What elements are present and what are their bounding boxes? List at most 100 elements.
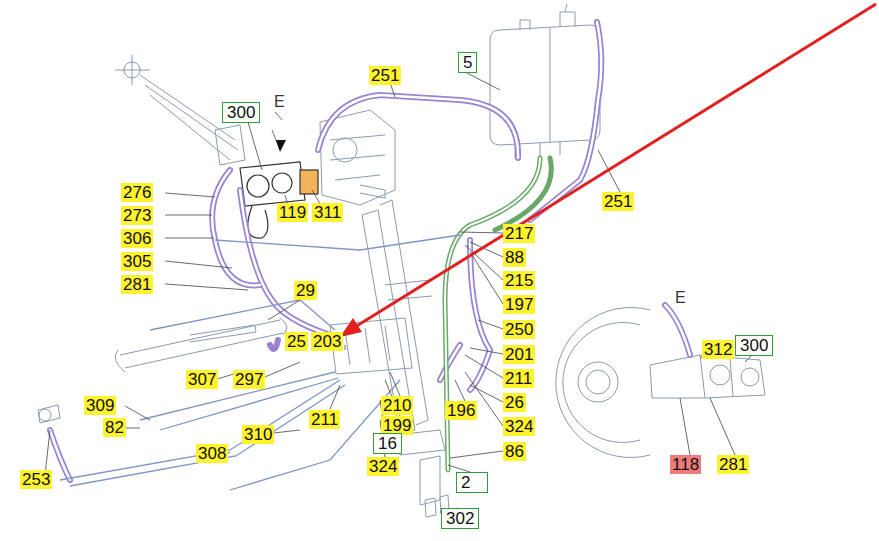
drawing-stroke: [318, 95, 518, 158]
view-arrow: [276, 140, 286, 152]
drawing-stroke: [440, 345, 460, 380]
callout-number: 215: [503, 271, 535, 290]
view-letter: E: [272, 92, 287, 111]
callout-number: 273: [121, 206, 153, 225]
callout-box: 302: [441, 508, 479, 529]
callout-number: 297: [233, 370, 265, 389]
callout-box: 300: [222, 102, 260, 123]
drawing-stroke: [680, 345, 752, 455]
drawing-stroke: [124, 62, 140, 78]
drawing-stroke: [650, 355, 765, 398]
drawing-stroke: [212, 170, 260, 285]
callout-number: 197: [503, 295, 535, 314]
callout-number: 29: [294, 281, 317, 300]
callout-number: 310: [242, 425, 274, 444]
callout-number: 253: [20, 470, 52, 489]
drawing-stroke: [268, 300, 300, 320]
drawing-stroke: [450, 232, 503, 458]
drawing-stroke: [270, 340, 278, 349]
callout-number: 307: [186, 370, 218, 389]
callout-box: 5: [458, 52, 477, 73]
callout-number: 308: [196, 444, 228, 463]
drawing-stroke: [710, 365, 730, 385]
callout-number: 312: [702, 340, 734, 359]
drawing-stroke: [550, 28, 551, 142]
drawing-stroke: [50, 430, 70, 480]
leader-lines: [45, 73, 752, 512]
callout-number: 86: [503, 442, 526, 461]
callout-box: 300: [735, 335, 773, 356]
drawing-stroke: [318, 95, 518, 158]
drawing-stroke: [345, 345, 346, 350]
callout-number: 309: [84, 396, 116, 415]
callout-number: 26: [503, 393, 526, 412]
callout-number: 217: [503, 224, 535, 243]
drawing-stroke: [455, 380, 465, 401]
callout-number: 251: [369, 66, 401, 85]
callout-number: 311: [312, 203, 343, 222]
drawing-stroke: [578, 362, 618, 402]
drawing-stroke: [445, 158, 540, 470]
drawing-stroke: [389, 73, 620, 192]
drawing-stroke: [700, 355, 733, 398]
drawing-stroke: [50, 430, 70, 480]
drawing-stroke: [247, 175, 269, 197]
drawing-stroke: [50, 22, 690, 480]
drawing-stroke: [360, 185, 385, 198]
callout-number: 25: [285, 332, 308, 351]
drawing-stroke: [420, 456, 440, 505]
callout-number: 305: [121, 252, 153, 271]
drawing-stroke: [39, 409, 51, 421]
drawing-stroke: [215, 125, 245, 165]
drawing-stroke: [445, 158, 551, 470]
drawing-stroke: [165, 193, 248, 290]
drawing-stroke: [212, 170, 260, 285]
callout-number: 203: [311, 332, 343, 351]
callout-number: 88: [503, 248, 526, 267]
drawing-stroke: [741, 368, 759, 386]
drawing-stroke: [70, 385, 345, 486]
drawing-stroke: [520, 4, 575, 30]
drawing-stroke: [380, 200, 428, 425]
callout-number: 324: [503, 417, 535, 436]
drawing-stroke: [355, 4, 876, 327]
callout-number: 82: [103, 418, 126, 437]
callout-number: 210: [381, 396, 413, 415]
callout-number: 281: [717, 455, 749, 474]
drawing-stroke: [563, 323, 640, 443]
callout-number: 250: [503, 320, 535, 339]
callout-number: 201: [503, 345, 535, 364]
drawing-stroke: [248, 206, 268, 238]
callout-number: 251: [602, 192, 634, 211]
callout-number: 324: [367, 457, 399, 476]
drawing-stroke: [515, 142, 560, 158]
drawing-stroke: [300, 170, 318, 194]
drawing-stroke: [60, 235, 460, 490]
drawing-stroke: [215, 235, 460, 250]
frame-parts: [38, 4, 765, 517]
drawing-stroke: [490, 25, 600, 145]
callout-number: 306: [121, 229, 153, 248]
drawing-stroke: [586, 370, 610, 394]
drawing-stroke: [470, 240, 490, 390]
drawing-stroke: [240, 162, 305, 206]
drawing-stroke: [150, 300, 335, 330]
hoses: [50, 22, 690, 490]
drawing-stroke: [115, 55, 238, 160]
drawing-stroke: [333, 138, 357, 162]
drawing-stroke: [38, 405, 60, 423]
drawing-stroke: [470, 240, 490, 390]
pump-unit: [240, 162, 318, 238]
drawing-stroke: [272, 173, 292, 193]
drawing-stroke: [50, 22, 690, 480]
drawing-stroke: [530, 22, 601, 220]
drawing-stroke: [530, 22, 601, 220]
callout-number: 196: [445, 401, 477, 420]
drawing-stroke: [445, 158, 540, 470]
view-letter: E: [673, 288, 688, 307]
callout-number: 276: [121, 183, 153, 202]
pointer-arrow: [340, 4, 876, 337]
callout-number: 119: [277, 203, 308, 222]
drawing-stroke: [445, 158, 540, 470]
drawing-stroke: [556, 308, 650, 458]
